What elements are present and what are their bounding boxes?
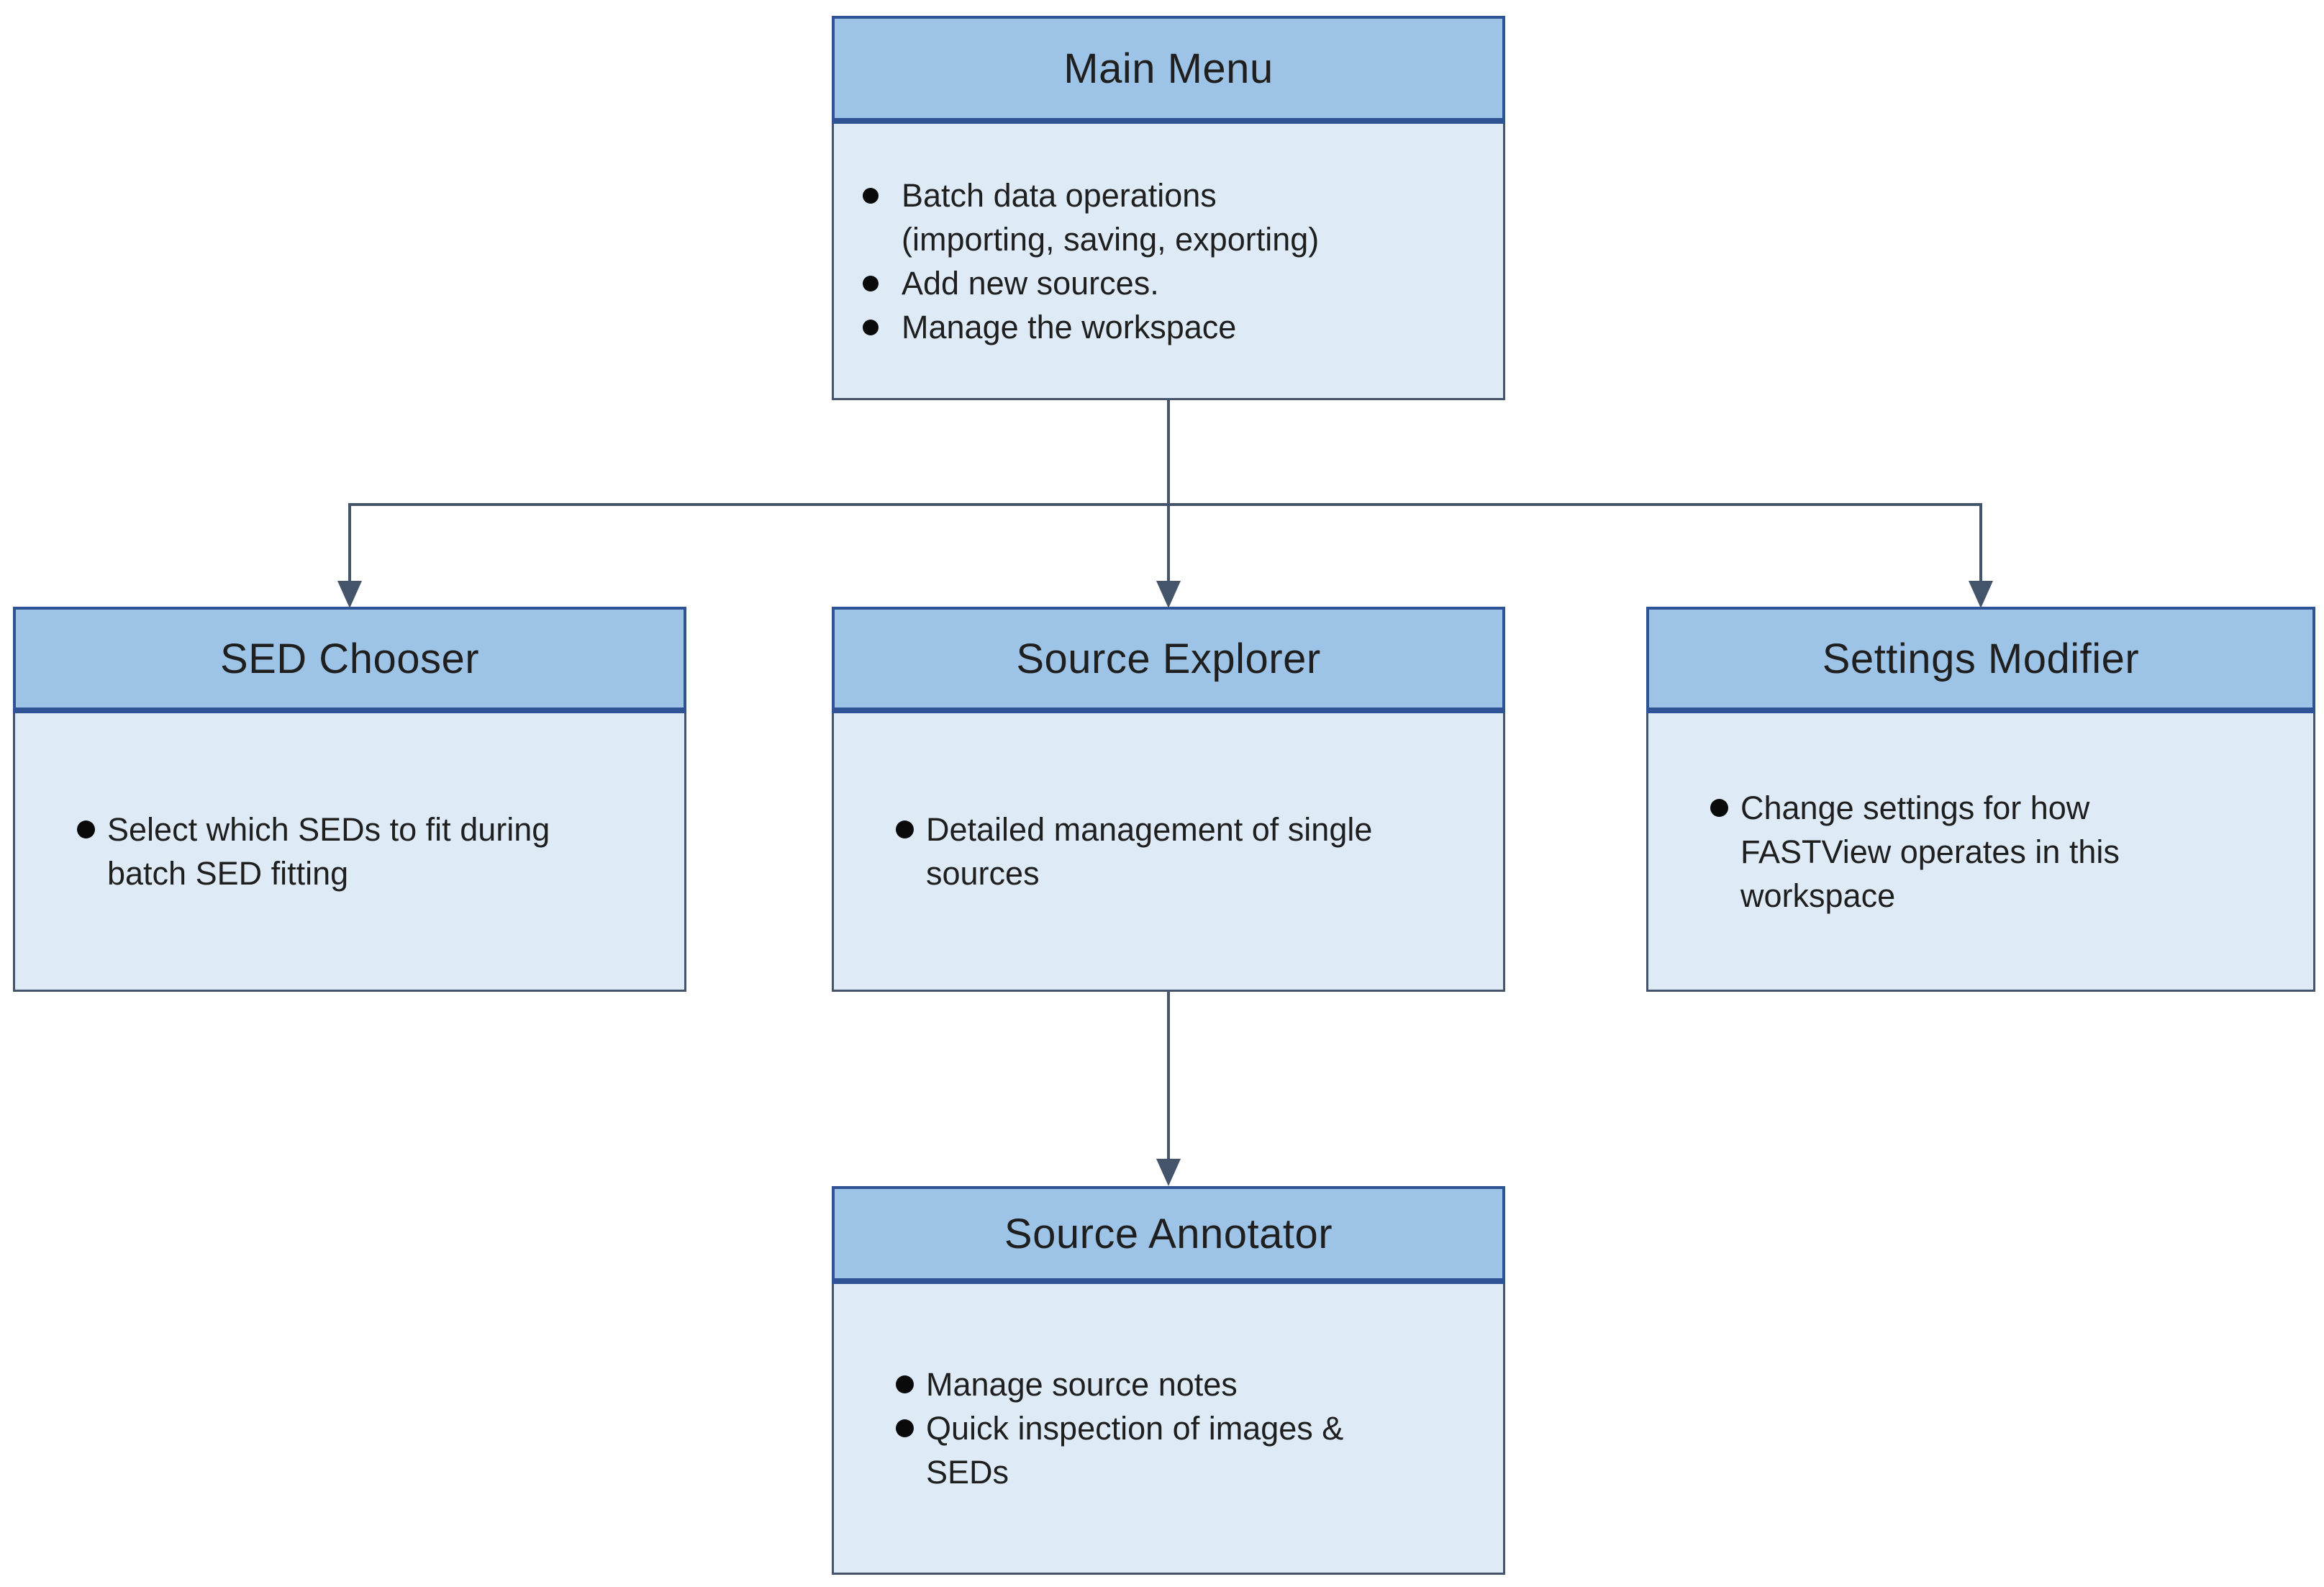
bullet-icon: [896, 820, 914, 838]
node-main-menu-header: Main Menu: [832, 16, 1505, 124]
node-sed-chooser-title: SED Chooser: [219, 635, 480, 682]
node-source-annotator-header: Source Annotator: [832, 1186, 1505, 1284]
list-item: Batch data operations (importing, saving…: [863, 173, 1483, 261]
bullet-icon: [863, 319, 879, 335]
connector-to-sed-chooser: [348, 503, 351, 582]
connector-explorer-to-annotator: [1167, 992, 1170, 1159]
list-item: Select which SEDs to fit during batch SE…: [77, 808, 664, 895]
node-settings-modifier-header: Settings Modifier: [1646, 607, 2315, 713]
bullet-list: Manage source notes Quick inspection of …: [834, 1362, 1503, 1494]
connector-horizontal-branch: [348, 503, 1982, 506]
bullet-list: Detailed management of single sources: [834, 808, 1503, 895]
node-sed-chooser: SED Chooser Select which SEDs to fit dur…: [13, 607, 686, 992]
node-settings-modifier-body: Change settings for how FASTView operate…: [1646, 713, 2315, 992]
node-settings-modifier: Settings Modifier Change settings for ho…: [1646, 607, 2315, 992]
connector-main-menu-down: [1167, 400, 1170, 583]
list-item: Change settings for how FASTView operate…: [1710, 786, 2293, 918]
node-main-menu: Main Menu Batch data operations (importi…: [832, 16, 1505, 400]
bullet-icon: [77, 820, 95, 838]
arrow-down-icon: [1156, 581, 1181, 608]
list-item: Quick inspection of images & SEDs: [896, 1406, 1483, 1494]
bullet-label: Manage the workspace: [902, 308, 1237, 345]
list-item: Manage the workspace: [863, 305, 1483, 349]
bullet-label: Change settings for how FASTView operate…: [1740, 789, 2120, 914]
node-source-annotator-title: Source Annotator: [1004, 1210, 1333, 1257]
arrow-down-icon: [1156, 1159, 1181, 1186]
node-source-explorer-header: Source Explorer: [832, 607, 1505, 713]
node-source-annotator-body: Manage source notes Quick inspection of …: [832, 1284, 1505, 1575]
bullet-icon: [896, 1419, 914, 1437]
node-source-explorer-title: Source Explorer: [1016, 635, 1321, 682]
bullet-label: Detailed management of single sources: [926, 811, 1373, 892]
bullet-icon: [863, 187, 879, 204]
bullet-label: Batch data operations (importing, saving…: [902, 176, 1320, 258]
bullet-icon: [863, 275, 879, 291]
bullet-label: Quick inspection of images & SEDs: [926, 1410, 1344, 1491]
node-settings-modifier-title: Settings Modifier: [1822, 635, 2140, 682]
node-sed-chooser-body: Select which SEDs to fit during batch SE…: [13, 713, 686, 992]
list-item: Manage source notes: [896, 1362, 1483, 1406]
bullet-label: Manage source notes: [926, 1366, 1238, 1403]
node-source-annotator: Source Annotator Manage source notes Qui…: [832, 1186, 1505, 1575]
arrow-down-icon: [1969, 581, 1993, 608]
bullet-icon: [896, 1375, 914, 1393]
arrow-down-icon: [337, 581, 362, 608]
node-source-explorer-body: Detailed management of single sources: [832, 713, 1505, 992]
bullet-label: Select which SEDs to fit during batch SE…: [107, 811, 550, 892]
node-main-menu-title: Main Menu: [1063, 45, 1274, 92]
node-main-menu-body: Batch data operations (importing, saving…: [832, 124, 1505, 400]
connector-to-settings-modifier: [1979, 503, 1982, 582]
list-item: Detailed management of single sources: [896, 808, 1483, 895]
bullet-icon: [1710, 798, 1728, 817]
bullet-list: Change settings for how FASTView operate…: [1648, 786, 2313, 918]
node-sed-chooser-header: SED Chooser: [13, 607, 686, 713]
node-source-explorer: Source Explorer Detailed management of s…: [832, 607, 1505, 992]
bullet-list: Select which SEDs to fit during batch SE…: [15, 808, 684, 895]
list-item: Add new sources.: [863, 261, 1483, 305]
bullet-list: Batch data operations (importing, saving…: [834, 173, 1503, 349]
bullet-label: Add new sources.: [902, 264, 1159, 302]
